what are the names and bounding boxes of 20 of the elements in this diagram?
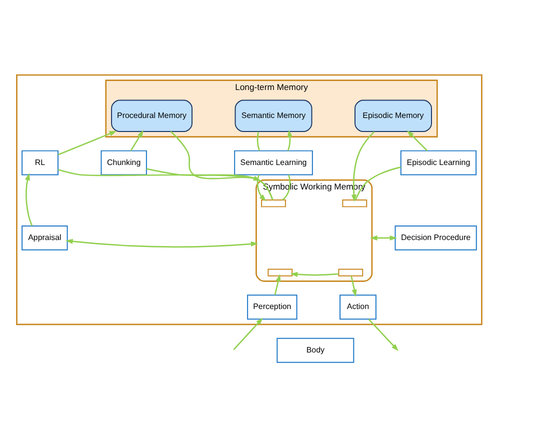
arrow bbox=[24, 172, 33, 226]
connector bbox=[146, 168, 274, 200]
arrow bbox=[274, 274, 281, 295]
arrow bbox=[406, 130, 428, 151]
node-box bbox=[268, 268, 293, 276]
connector bbox=[355, 166, 401, 200]
connector bbox=[256, 131, 260, 150]
node-box bbox=[342, 199, 368, 207]
arrow bbox=[370, 234, 398, 240]
connector bbox=[58, 168, 274, 200]
arrow bbox=[130, 130, 144, 151]
node-box bbox=[261, 199, 286, 207]
arrow bbox=[256, 174, 266, 201]
arrow bbox=[350, 275, 357, 296]
node-box bbox=[338, 268, 364, 276]
arrow bbox=[65, 238, 258, 248]
arrow bbox=[58, 130, 117, 155]
arrow bbox=[287, 129, 292, 150]
arrow bbox=[290, 271, 339, 276]
arrow bbox=[351, 130, 375, 202]
